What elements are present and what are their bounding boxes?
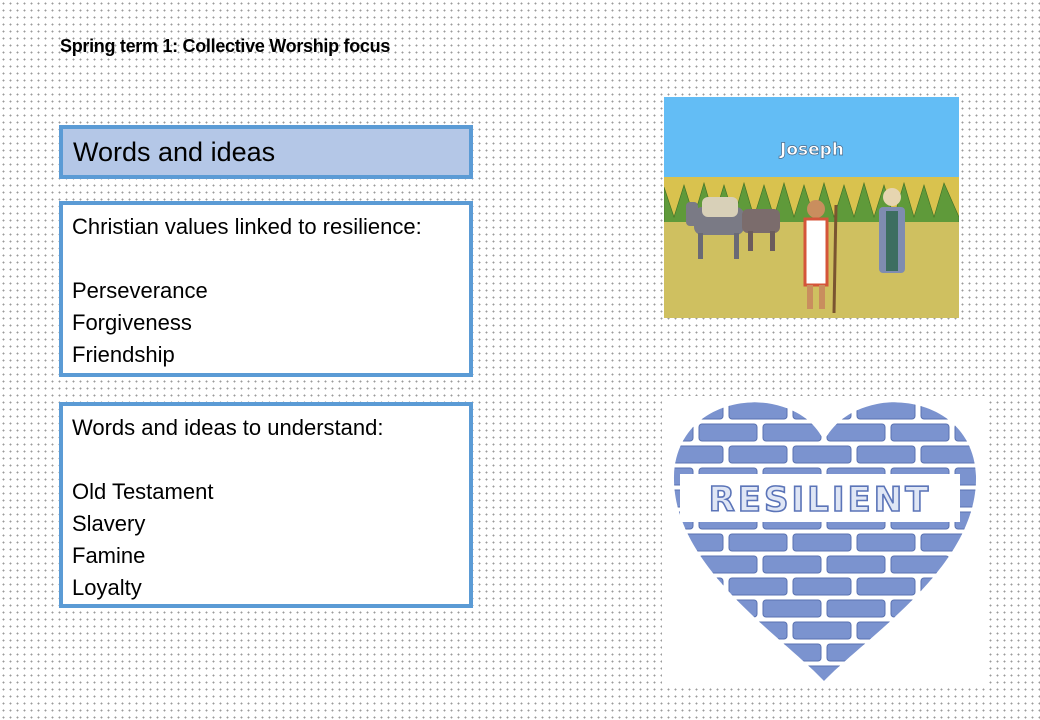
- joseph-illustration: Joseph: [664, 97, 959, 318]
- brick: [698, 555, 758, 574]
- brick: [920, 402, 977, 420]
- brick: [762, 555, 822, 574]
- brick: [890, 555, 950, 574]
- brick: [890, 643, 950, 662]
- brick: [673, 599, 694, 618]
- word-item: Old Testament: [72, 479, 214, 504]
- brick: [792, 533, 852, 552]
- father-figure: [879, 188, 905, 273]
- brick: [856, 533, 916, 552]
- brick: [673, 402, 724, 420]
- brick: [792, 577, 852, 596]
- values-box: Christian values linked to resilience: P…: [59, 201, 473, 377]
- brick: [920, 577, 977, 596]
- word-item: Slavery: [72, 511, 146, 536]
- brick: [728, 533, 788, 552]
- brick: [728, 402, 788, 420]
- brick: [826, 423, 886, 442]
- joseph-caption: Joseph: [779, 140, 844, 160]
- brick: [698, 643, 758, 662]
- brick: [954, 643, 977, 662]
- brick: [985, 578, 987, 595]
- joseph-figure: [803, 200, 838, 314]
- words-box: Words and ideas to understand: Old Testa…: [59, 402, 473, 608]
- slide-title: Spring term 1: Collective Worship focus: [60, 36, 391, 56]
- brick: [728, 445, 788, 464]
- words-heading: Words and ideas to understand:: [72, 415, 384, 440]
- brick: [985, 446, 987, 463]
- brick: [673, 423, 694, 442]
- brick: [826, 555, 886, 574]
- brick: [792, 665, 852, 681]
- brick: [826, 599, 886, 618]
- value-item: Friendship: [72, 342, 175, 367]
- brick: [856, 402, 916, 420]
- brick: [890, 423, 950, 442]
- words-and-ideas-heading: Words and ideas: [59, 125, 473, 179]
- brick: [890, 599, 950, 618]
- brick: [954, 423, 977, 442]
- brick: [762, 423, 822, 442]
- brick: [856, 445, 916, 464]
- brick: [762, 599, 822, 618]
- brick: [673, 533, 724, 552]
- brick: [920, 621, 977, 640]
- brick: [826, 643, 886, 662]
- brick: [954, 555, 977, 574]
- brick: [698, 599, 758, 618]
- ox-icon: [742, 209, 780, 251]
- brick: [985, 402, 987, 419]
- brick: [856, 665, 916, 681]
- brick: [920, 665, 977, 681]
- brick: [985, 622, 987, 639]
- brick: [856, 577, 916, 596]
- value-item: Perseverance: [72, 278, 208, 303]
- resilient-heart-image: RESILIENT: [662, 396, 987, 688]
- brick: [728, 621, 788, 640]
- donkey-icon: [686, 197, 744, 259]
- brick: [920, 445, 977, 464]
- resilient-caption: RESILIENT: [709, 480, 932, 520]
- value-item: Forgiveness: [72, 310, 192, 335]
- heading-text: Words and ideas: [73, 137, 276, 167]
- brick: [673, 577, 724, 596]
- brick: [792, 621, 852, 640]
- brick: [792, 402, 852, 420]
- brick: [856, 621, 916, 640]
- brick: [762, 643, 822, 662]
- brick: [985, 666, 987, 683]
- brick: [698, 423, 758, 442]
- brick: [673, 445, 724, 464]
- word-item: Loyalty: [72, 575, 142, 600]
- brick: [920, 533, 977, 552]
- brick: [673, 621, 724, 640]
- brick: [673, 665, 724, 681]
- brick: [673, 643, 694, 662]
- brick: [985, 490, 987, 507]
- brick: [728, 665, 788, 681]
- brick: [728, 577, 788, 596]
- values-heading: Christian values linked to resilience:: [72, 214, 422, 239]
- brick: [954, 599, 977, 618]
- word-item: Famine: [72, 543, 146, 568]
- brick: [792, 445, 852, 464]
- brick: [985, 534, 987, 551]
- brick: [673, 555, 694, 574]
